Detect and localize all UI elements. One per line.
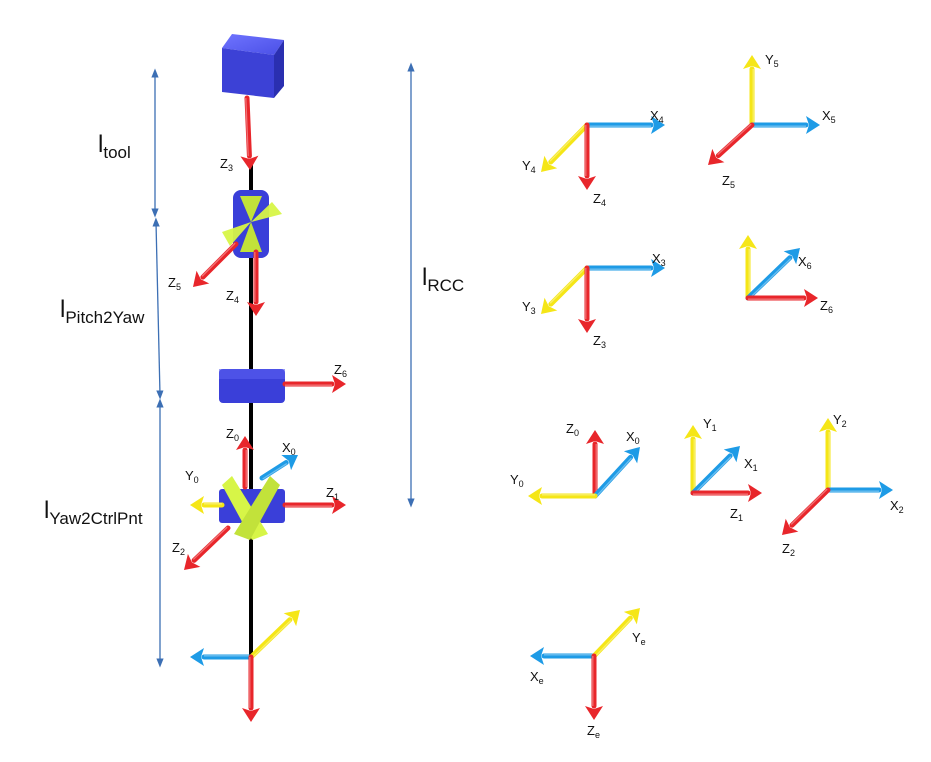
- chain-base-z-arrow: [242, 654, 260, 722]
- frame0-x-arrow: [592, 447, 640, 499]
- frame1-x-label: X1: [744, 456, 758, 473]
- frame1-y-label: Y1: [703, 416, 717, 433]
- chain-base-x-arrow: [190, 648, 254, 666]
- chain-z1-arrow: [282, 496, 346, 514]
- frame5-x-label: X5: [822, 108, 836, 125]
- chain-label-z6: Z6: [334, 362, 347, 379]
- frame3-x-arrow: [584, 259, 665, 277]
- frame4-z-label: Z4: [593, 191, 606, 208]
- frame2-x-label: X2: [890, 498, 904, 515]
- frame3-y-label: Y3: [522, 299, 536, 316]
- framee-z-label: Ze: [587, 723, 600, 740]
- frame1-z-arrow: [690, 484, 762, 502]
- frame0-x-label: X0: [626, 429, 640, 446]
- frame4-x-label: X4: [650, 108, 664, 125]
- axis-labels: Z3Z5Z4Z6Z0X0Y0Z1Z2X4Y4Z4Y5X5Z5X3Y3Z3X6Z6…: [168, 52, 904, 740]
- framee-x-label: Xe: [530, 669, 544, 686]
- frame3-x-label: X3: [652, 251, 666, 268]
- dimension-lines: [151, 62, 415, 668]
- frame0-z-label: Z0: [566, 421, 579, 438]
- chain-z0-arrow: [236, 436, 254, 490]
- chain-label-x0: X0: [282, 440, 296, 457]
- framee-z-arrow: [585, 653, 603, 720]
- chain-base-y-arrow: [248, 610, 300, 660]
- frame6-z-label: Z6: [820, 298, 833, 315]
- axis-arrows: [184, 55, 893, 722]
- frame5-x-arrow: [749, 116, 820, 134]
- frame5-z-label: Z5: [722, 173, 735, 190]
- frame2-x-arrow: [825, 481, 893, 499]
- framee-x-arrow: [530, 647, 597, 665]
- dim-label-yaw2ctrlpnt: lYaw2CtrlPnt: [44, 497, 143, 528]
- frame4-y-label: Y4: [522, 158, 536, 175]
- frame6-x-arrow: [745, 248, 800, 301]
- frame0-z-arrow: [586, 430, 604, 499]
- frame2-z-label: Z2: [782, 541, 795, 558]
- frame2-z-arrow: [782, 487, 831, 535]
- frame4-x-arrow: [584, 116, 665, 134]
- frame0-y-arrow: [528, 487, 598, 505]
- dim-line-pitch2yaw: [152, 217, 164, 400]
- chain-label-z5: Z5: [168, 275, 181, 292]
- frame5-z-arrow: [708, 122, 755, 165]
- frame6-z-arrow: [745, 289, 818, 307]
- chain-z5-arrow: [193, 241, 239, 287]
- chain-label-z1: Z1: [326, 485, 339, 502]
- frame1-y-arrow: [684, 425, 702, 496]
- frame1-z-label: Z1: [730, 506, 743, 523]
- chain-label-z2: Z2: [172, 540, 185, 557]
- frame3-z-label: Z3: [593, 333, 606, 350]
- chain-z2-arrow: [184, 525, 231, 570]
- yaw-joint: [219, 476, 285, 540]
- chain-z6-arrow: [282, 375, 346, 393]
- chain-y0-arrow: [190, 496, 225, 514]
- chain-z3-arrow: [240, 95, 259, 170]
- chain-z4-arrow: [247, 249, 265, 316]
- dim-label-pitch2yaw: lPitch2Yaw: [60, 296, 145, 327]
- frame6-x-label: X6: [798, 254, 812, 271]
- frame0-y-label: Y0: [510, 472, 524, 489]
- frame5-y-label: Y5: [765, 52, 779, 69]
- frame3-y-arrow: [541, 265, 590, 314]
- tool-cube: [222, 34, 284, 98]
- frame2-y-label: Y2: [833, 412, 847, 429]
- chain-label-z0: Z0: [226, 426, 239, 443]
- frame3-z-arrow: [578, 265, 596, 333]
- chain-x0-arrow: [259, 454, 298, 481]
- frame6-y-arrow: [739, 235, 757, 301]
- chain-label-z3: Z3: [220, 156, 233, 173]
- frame4-y-arrow: [541, 122, 590, 172]
- framee-y-label: Ye: [632, 630, 646, 647]
- pitch-joint: [222, 190, 282, 258]
- dim-label-tool: ltool: [98, 131, 131, 162]
- frame1-x-arrow: [690, 446, 740, 496]
- chain-label-y0: Y0: [185, 468, 199, 485]
- framee-y-arrow: [591, 608, 640, 659]
- dim-label-rcc: lRCC: [422, 264, 464, 295]
- chain-label-z4: Z4: [226, 288, 239, 305]
- roll-joint: [219, 369, 285, 403]
- frame5-y-arrow: [743, 55, 761, 128]
- frame4-z-arrow: [578, 122, 596, 190]
- frame2-y-arrow: [819, 418, 837, 493]
